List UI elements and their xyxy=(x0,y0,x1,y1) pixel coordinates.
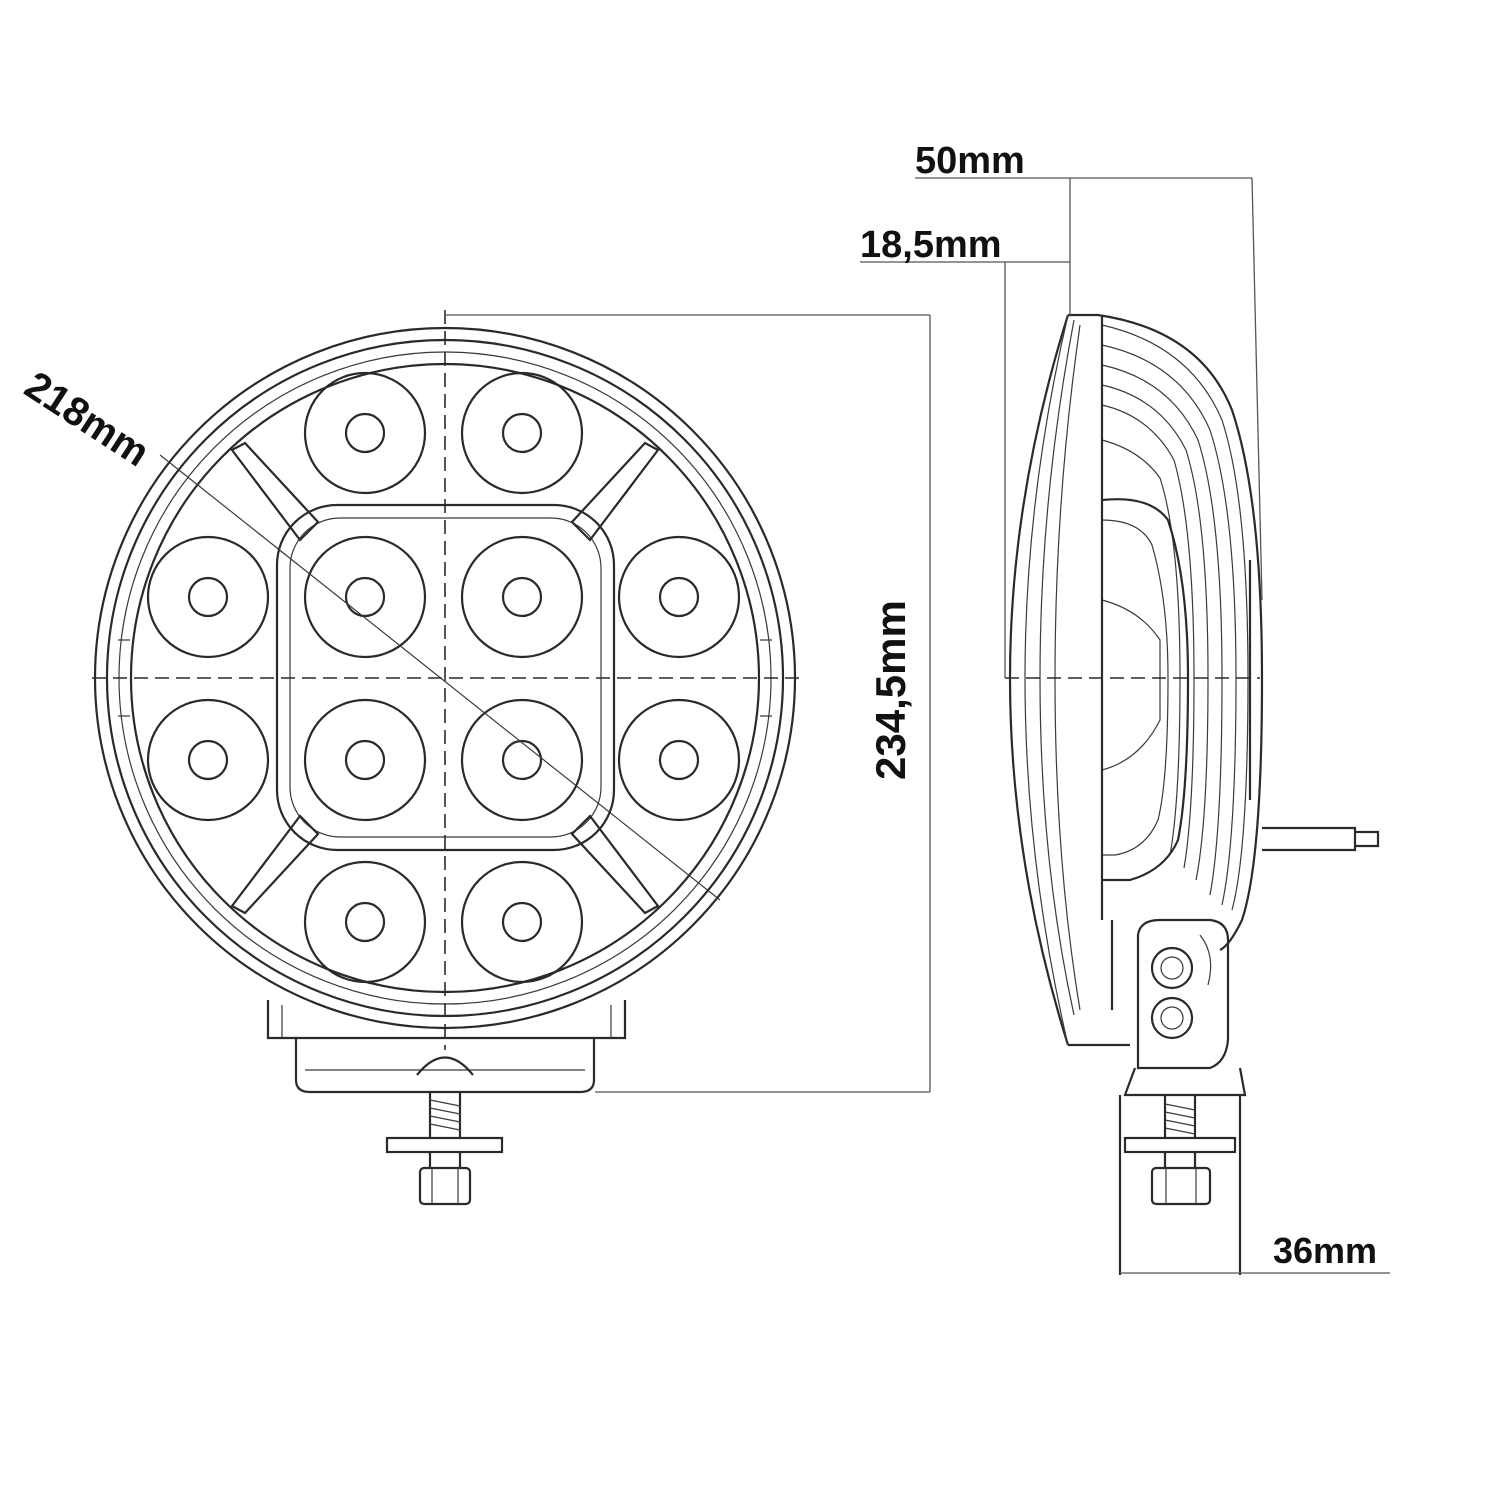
bottom-bracket xyxy=(266,1000,627,1094)
side-bracket xyxy=(1100,315,1247,1275)
led-module xyxy=(146,535,270,659)
led-module xyxy=(460,535,584,659)
front-offset-label: 18,5mm xyxy=(860,224,1002,266)
led-module xyxy=(617,535,741,659)
cooling-fins xyxy=(1101,324,1249,911)
led-module xyxy=(303,371,427,495)
front-view xyxy=(92,310,931,1206)
led-module xyxy=(303,535,427,659)
height-label: 234,5mm xyxy=(867,600,914,780)
light-bars xyxy=(230,441,660,915)
mount-width-label: 36mm xyxy=(1273,1230,1378,1271)
offset-dimension xyxy=(860,261,1070,678)
led-array xyxy=(146,371,741,984)
cable xyxy=(1262,826,1380,852)
width-dimension xyxy=(915,177,1263,601)
led-module xyxy=(460,698,584,822)
mounting-bolt xyxy=(385,1092,504,1206)
led-module xyxy=(303,860,427,984)
lens-contour xyxy=(118,639,772,717)
side-mounting-bolt xyxy=(1123,1095,1237,1206)
housing-back xyxy=(1097,313,1264,951)
diameter-leader xyxy=(159,454,721,901)
led-module xyxy=(146,698,270,822)
width-label: 50mm xyxy=(915,140,1025,182)
led-module xyxy=(460,860,584,984)
led-module xyxy=(460,371,584,495)
led-module xyxy=(303,698,427,822)
side-view xyxy=(860,177,1390,1275)
height-dimension xyxy=(445,314,931,1093)
led-module xyxy=(617,698,741,822)
